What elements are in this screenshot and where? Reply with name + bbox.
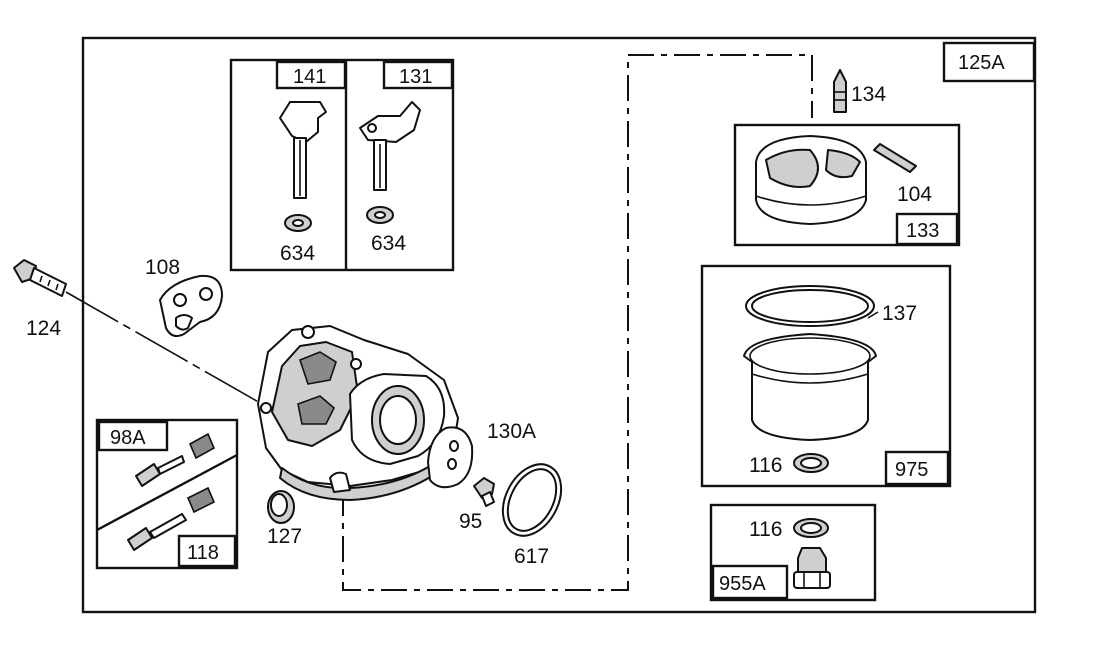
leader-124: [65, 291, 263, 405]
main-frame: [81, 36, 1037, 614]
box-975-tag: [884, 450, 950, 486]
leader-137: [867, 311, 879, 319]
label-118: 118: [187, 542, 219, 564]
label-955A: 955A: [719, 573, 766, 595]
box-98A-tag: [97, 420, 169, 452]
label-137: 137: [882, 302, 917, 325]
choke-shaft-141: [279, 101, 327, 199]
jet-95: [473, 477, 495, 507]
label-131: 131: [399, 66, 432, 88]
label-975: 975: [895, 459, 928, 481]
box-125A-tag: [942, 41, 1036, 83]
plug-127: [267, 490, 295, 524]
label-634-left: 634: [280, 242, 315, 265]
box-98A-118: [95, 418, 239, 570]
label-116-bottom: 116: [749, 518, 782, 541]
bolt-124: [13, 259, 67, 297]
label-133: 133: [906, 220, 939, 242]
label-134: 134: [851, 83, 886, 106]
box-955A-tag: [711, 564, 789, 600]
gasket-130A: [427, 426, 474, 489]
bowl-nut-955A: [793, 547, 831, 589]
box-133: [733, 123, 961, 247]
carburetor-body: [257, 325, 459, 501]
washer-634-left: [284, 214, 312, 232]
pin-104: [873, 143, 917, 173]
label-98A: 98A: [110, 427, 146, 449]
box-955A: [709, 503, 877, 602]
assembly-boundary: [342, 54, 813, 591]
oring-617: [501, 463, 563, 537]
box-141-131: [229, 58, 455, 272]
box-118-tag: [177, 534, 237, 568]
idle-screw-98A: [135, 432, 216, 487]
label-125A: 125A: [958, 52, 1005, 74]
label-141: 141: [293, 66, 326, 88]
label-124: 124: [26, 317, 61, 340]
needle-134: [833, 69, 847, 113]
box-diagonal: [96, 453, 238, 532]
washer-116-bottom: [793, 518, 829, 538]
label-617: 617: [514, 545, 549, 568]
washer-116-top: [793, 453, 829, 473]
box-131-tag: [382, 60, 454, 90]
gasket-108: [159, 274, 223, 337]
label-108: 108: [145, 256, 180, 279]
float-133: [755, 135, 867, 225]
label-634-right: 634: [371, 232, 406, 255]
throttle-shaft-131: [359, 101, 421, 191]
float-bowl-975: [743, 285, 877, 441]
box-133-tag: [895, 212, 959, 246]
mixture-screw-118: [127, 486, 216, 551]
label-95: 95: [459, 510, 482, 533]
label-127: 127: [267, 525, 302, 548]
box-975: [700, 264, 952, 488]
washer-634-right: [366, 206, 394, 224]
label-104: 104: [897, 183, 932, 206]
box-141-tag: [275, 60, 347, 90]
label-130A: 130A: [487, 420, 536, 443]
label-116-top: 116: [749, 454, 782, 477]
